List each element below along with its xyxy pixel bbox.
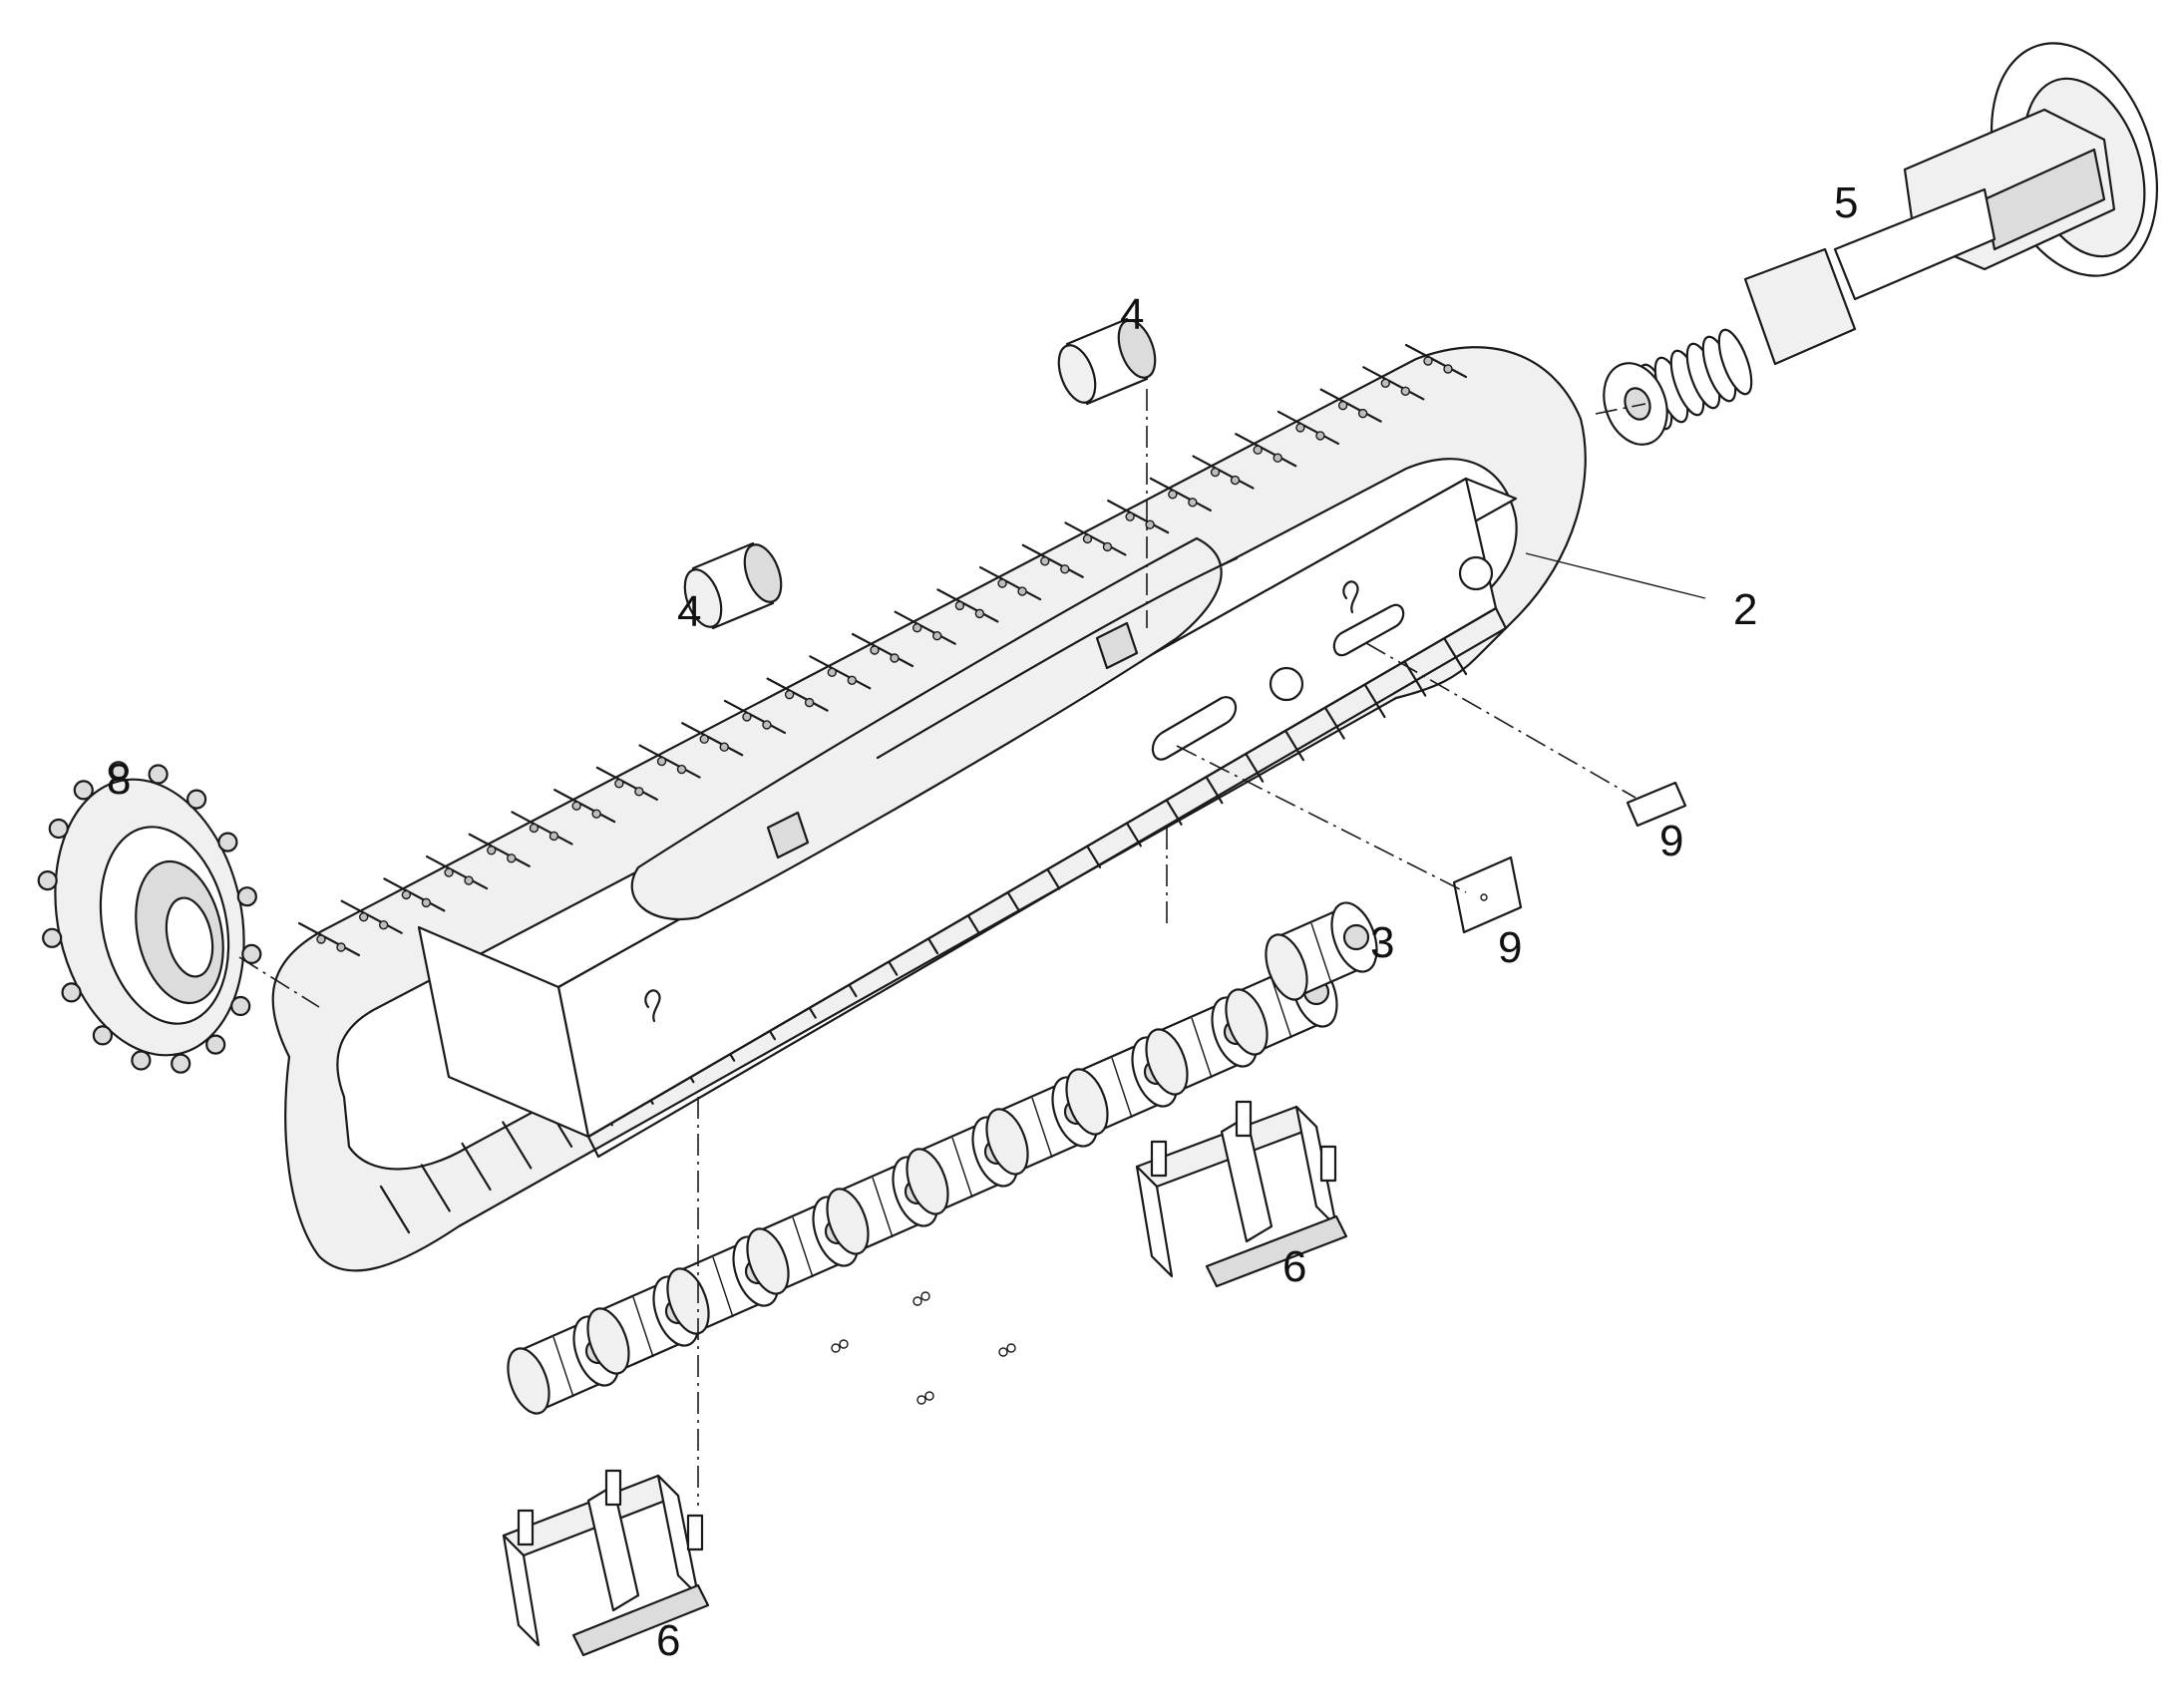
top-roller-upper	[1057, 317, 1157, 406]
callout-top-roller-rear: 4	[677, 587, 701, 636]
callout-guard-front: 6	[1282, 1242, 1306, 1291]
callout-sprocket: 8	[107, 755, 131, 804]
fasteners	[831, 1291, 1016, 1405]
plate-rear	[1626, 781, 1687, 828]
idler-tensioner-assembly	[1603, 42, 2159, 446]
sprocket	[37, 761, 262, 1074]
top-roller-lower	[683, 541, 783, 630]
callout-plate-front: 9	[1498, 923, 1522, 972]
callout-bottom-rollers: 3	[1370, 918, 1394, 967]
callout-plate-rear: 9	[1659, 817, 1683, 865]
callout-guard-rear: 6	[656, 1616, 680, 1665]
callout-labels: 2 3 4 4 5 6 6 8 9 9	[107, 178, 1858, 1665]
callout-frame: 2	[1733, 585, 1757, 634]
roller-guard-rear	[502, 1469, 710, 1657]
plate-front	[1452, 855, 1523, 934]
leader-lines	[1525, 552, 1706, 599]
callout-idler-assembly: 5	[1834, 178, 1858, 227]
track-frame	[417, 477, 1518, 1159]
center-lines	[238, 389, 1646, 1506]
callout-top-roller-front: 4	[1120, 290, 1144, 339]
bottom-roller	[1265, 901, 1378, 1001]
bottom-rollers	[507, 901, 1378, 1415]
roller-guard-front	[1135, 1100, 1348, 1288]
